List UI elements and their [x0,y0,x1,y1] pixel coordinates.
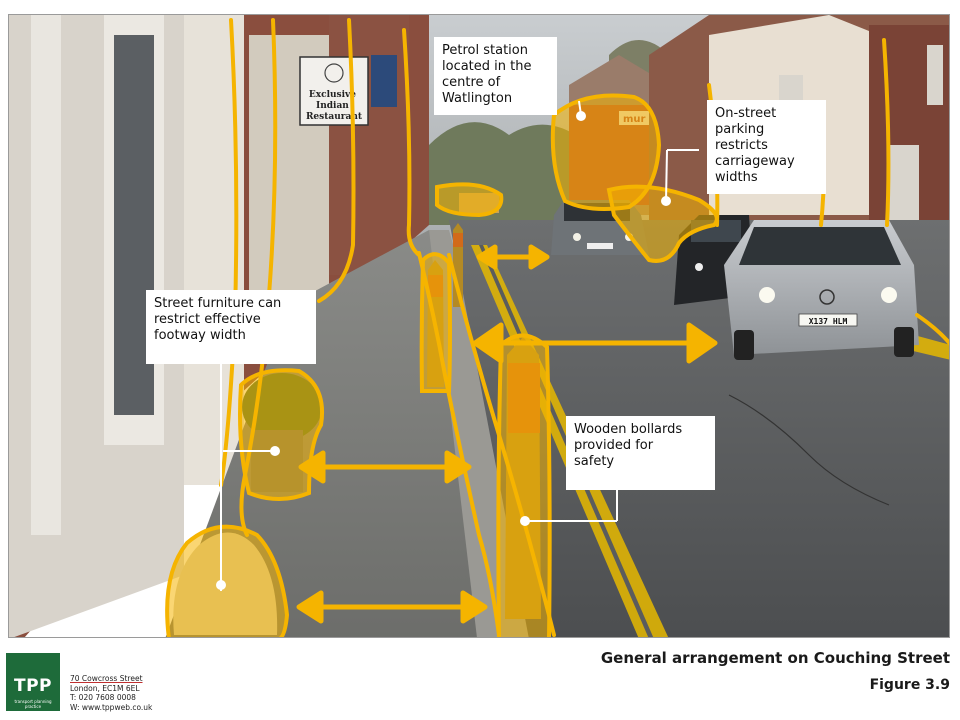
restaurant-sign-text: Exclusive Indian Restaurant [306,90,363,122]
leader-bollards-dot [520,516,530,526]
left-pilaster [31,15,61,535]
highlight-bollard-near [496,333,552,637]
restaurant-sign-line-3: Restaurant [306,112,363,122]
arrow-footway-lower [296,590,488,624]
address-street: 70 Cowcross Street [70,674,143,683]
highlight-far-furniture [435,182,504,218]
highlight-parked-car [606,184,719,263]
highlight-sack [165,524,290,637]
highlight-bollard-mid [419,252,452,393]
restaurant-sign-line-2: Indian [316,101,349,111]
callout-leaders [216,100,699,591]
restaurant-sign-emblem [324,63,344,83]
road-crack [728,394,890,506]
tpp-logo: TPP transport planning practice [6,653,60,711]
leader-parking-dot [661,196,671,206]
restaurant-sign-line-1: Exclusive [309,90,356,100]
leader-petrol-dot [576,111,586,121]
blue-hanging-sign [371,55,397,107]
leader-furniture-dot-sack [216,580,226,590]
outline-road-edge-right [915,313,949,346]
number-plate-text: X137 HLM [809,317,848,326]
company-address: 70 Cowcross Street London, EC1M 6EL T: 0… [70,674,152,712]
car-silver-vw: X137 HLM [724,220,919,360]
highlight-planter [238,368,324,501]
outline-building-line-3 [317,18,356,303]
callout-wooden-bollards: Wooden bollards provided for safety [566,416,715,490]
tpp-logo-mark: TPP [13,676,52,696]
arrow-footway-upper [298,450,472,484]
figure-number: Figure 3.9 [869,677,950,693]
address-web: W: www.tppweb.co.uk [70,702,153,712]
right-window-upper [927,45,943,105]
left-brick-mid [329,15,409,275]
street-photo: mur Exclusive Indian Restaurant [8,14,950,638]
leader-parking-v [665,149,668,202]
figure-title: General arrangement on Couching Street [600,649,950,667]
annotation-highlights [165,93,719,637]
annotation-arrows [296,244,718,624]
callout-on-street-parking: On-street parking restricts carriageway … [707,100,826,194]
double-yellow-line-right [909,335,949,360]
leader-furniture-dot-planter [270,446,280,456]
tpp-logo-subtitle: transport planning practice [14,699,52,709]
address-city: London, EC1M 6EL [70,683,140,693]
outline-building-line-4 [402,28,421,257]
address-phone: T: 020 7608 0008 [70,693,136,702]
arrow-carriageway-far [476,244,550,270]
restaurant-sign [299,56,369,126]
callout-street-furniture: Street furniture can restrict effective … [146,290,316,364]
outline-right-building [882,38,891,227]
arrow-carriageway-near [472,322,718,364]
callout-petrol-station: Petrol station located in the centre of … [434,37,557,115]
